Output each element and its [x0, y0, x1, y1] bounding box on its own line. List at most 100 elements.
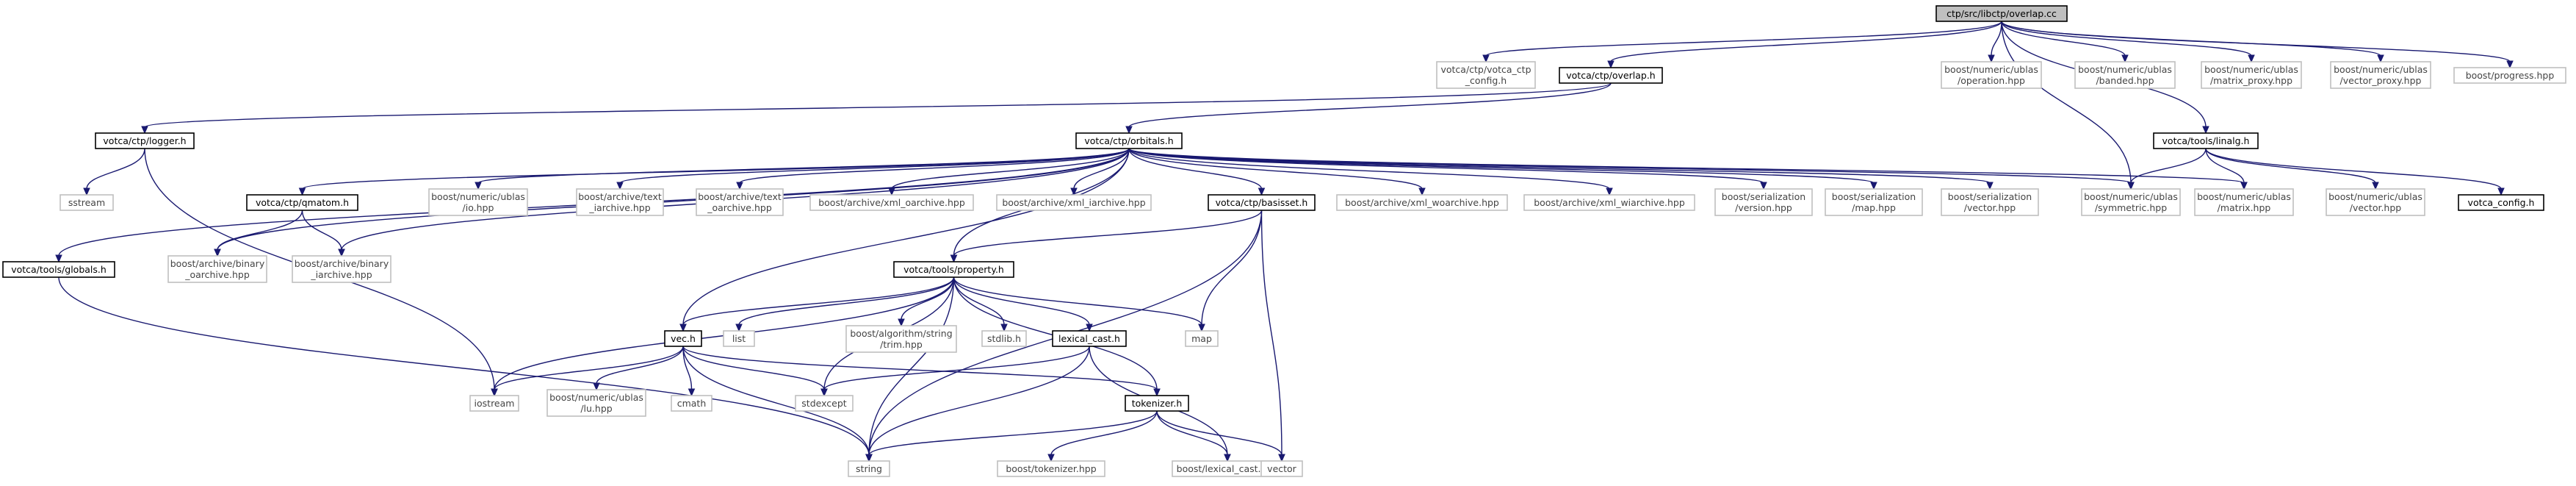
node-box — [167, 255, 267, 283]
edge-line — [1128, 148, 1263, 190]
arrowhead-icon — [491, 388, 498, 397]
edge-linalg_h-to-ublas_vector_hpp — [2205, 148, 2379, 190]
node-box — [1052, 330, 1127, 347]
edge-orbitals_h-to-text_iarchive — [616, 148, 1130, 190]
node-box — [2081, 188, 2181, 216]
edge-line — [1485, 21, 2002, 57]
node-label: boost/serialization — [1832, 191, 1916, 202]
node-tokenizer-h[interactable]: tokenizer.h — [1125, 395, 1189, 412]
node-text-iarchive: boost/archive/text_iarchive.hpp — [576, 188, 664, 216]
node-box — [2201, 61, 2302, 89]
arrowhead-icon — [1070, 187, 1078, 196]
node-label: vec.h — [671, 333, 696, 344]
node-root[interactable]: ctp/src/libctp/overlap.cc — [1935, 5, 2068, 22]
edge-property_h-to-vec_h — [679, 276, 955, 332]
node-qmatom-h[interactable]: votca/ctp/qmatom.h — [246, 194, 358, 211]
node-lexical-cast-h[interactable]: lexical_cast.h — [1052, 330, 1127, 347]
edge-orbitals_h-to-xml_woarchive — [1128, 148, 1426, 196]
edge-line — [2205, 148, 2502, 190]
edge-line — [1128, 148, 1423, 190]
node-box — [59, 194, 114, 211]
edge-tokenizer_h-to-lexical_cast_hpp — [1156, 410, 1231, 462]
node-box — [576, 188, 664, 216]
node-box — [997, 460, 1105, 477]
node-linalg-h[interactable]: votca/tools/linalg.h — [2153, 132, 2259, 149]
node-overlap-h[interactable]: votca/ctp/overlap.h — [1559, 67, 1663, 84]
edge-line — [2001, 21, 2252, 57]
edge-line — [953, 276, 1202, 326]
edge-vec_h-to-lu_hpp — [593, 346, 684, 391]
edge-basisset_h-to-map — [1198, 210, 1263, 332]
node-orbitals-h[interactable]: votca/ctp/orbitals.h — [1075, 132, 1183, 149]
node-box — [1436, 61, 1536, 89]
arrowhead-icon — [735, 324, 743, 332]
node-label: boost/numeric/ublas — [2197, 191, 2291, 202]
node-ser-map: boost/serialization/map.hpp — [1825, 188, 1923, 216]
node-progress-hpp: boost/progress.hpp — [2453, 67, 2566, 84]
edge-line — [682, 276, 955, 326]
node-label: _oarchive.hpp — [707, 202, 772, 213]
node-label: boost/numeric/ublas — [431, 191, 525, 202]
node-label: _oarchive.hpp — [184, 269, 250, 280]
node-globals-h[interactable]: votca/tools/globals.h — [2, 261, 115, 278]
node-binary-iarchive: boost/archive/binary_iarchive.hpp — [292, 255, 392, 283]
edge-tokenizer_h-to-tokenizer_hpp — [1047, 410, 1158, 462]
edge-root-to-banded_hpp — [2001, 21, 2129, 63]
node-label: votca/tools/linalg.h — [2162, 135, 2250, 146]
edge-basisset_h-to-property_h — [950, 210, 1263, 263]
node-label: boost/archive/text — [698, 191, 782, 202]
edge-line — [301, 210, 342, 251]
node-matrix-proxy-hpp: boost/numeric/ublas/matrix_proxy.hpp — [2201, 61, 2302, 89]
arrowhead-icon — [2248, 54, 2255, 63]
node-box — [1941, 188, 2039, 216]
node-label: stdexcept — [801, 398, 846, 409]
edge-qmatom_h-to-binary_iarchive — [301, 210, 345, 257]
node-ublas-vector-hpp: boost/numeric/ublas/vector.hpp — [2326, 188, 2425, 216]
edge-line — [682, 346, 825, 390]
node-label: boost/numeric/ublas — [2334, 64, 2428, 75]
node-label: boost/archive/text — [578, 191, 662, 202]
node-box — [2330, 61, 2431, 89]
edge-line — [86, 148, 145, 190]
edge-line — [2130, 148, 2207, 184]
node-label: vector — [1267, 463, 1297, 474]
node-label: sstream — [68, 197, 105, 208]
edge-linalg_h-to-matrix_hpp — [2205, 148, 2248, 190]
node-label: tokenizer.h — [1132, 398, 1183, 409]
node-box — [546, 389, 646, 417]
node-tokenizer-hpp: boost/tokenizer.hpp — [997, 460, 1105, 477]
arrowhead-icon — [214, 249, 221, 257]
edge-line — [1260, 210, 1282, 456]
node-box — [1941, 61, 2042, 89]
node-label: boost/progress.hpp — [2466, 70, 2555, 81]
node-box — [95, 132, 195, 149]
node-binary-oarchive: boost/archive/binary_oarchive.hpp — [167, 255, 267, 283]
edge-orbitals_h-to-ser_map — [1128, 148, 1877, 190]
edge-line — [301, 148, 1130, 190]
node-basisset-h[interactable]: votca/ctp/basisset.h — [1208, 194, 1316, 211]
node-box — [723, 330, 755, 347]
edge-line — [1128, 148, 1764, 184]
node-label: iostream — [475, 398, 515, 409]
edge-line — [2001, 21, 2381, 57]
node-trim-hpp: boost/algorithm/string/trim.hpp — [845, 325, 957, 353]
node-votca-config[interactable]: votca_config.h — [2458, 194, 2544, 211]
arrowhead-icon — [1224, 454, 1231, 462]
edge-line — [823, 346, 1090, 390]
node-label: boost/lexical_cast.hpp — [1177, 463, 1279, 474]
node-label: boost/archive/xml_wiarchive.hpp — [1534, 197, 1685, 208]
node-banded-hpp: boost/numeric/ublas/banded.hpp — [2074, 61, 2176, 89]
arrowhead-icon — [688, 388, 696, 397]
edge-root-to-symmetric_hpp — [2001, 21, 2135, 190]
node-label: /operation.hpp — [1958, 75, 2025, 86]
node-label: boost/numeric/ublas — [2204, 64, 2298, 75]
node-label: boost/tokenizer.hpp — [1006, 463, 1096, 474]
edge-overlap_h-to-orbitals_h — [1125, 82, 1612, 135]
node-logger-h[interactable]: votca/ctp/logger.h — [95, 132, 195, 149]
node-label: /io.hpp — [463, 202, 494, 213]
edge-orbitals_h-to-ser_version — [1128, 148, 1767, 190]
node-vec-h[interactable]: vec.h — [664, 330, 702, 347]
node-property-h[interactable]: votca/tools/property.h — [893, 261, 1014, 278]
edge-vec_h-to-tokenizer_h — [682, 346, 1161, 397]
